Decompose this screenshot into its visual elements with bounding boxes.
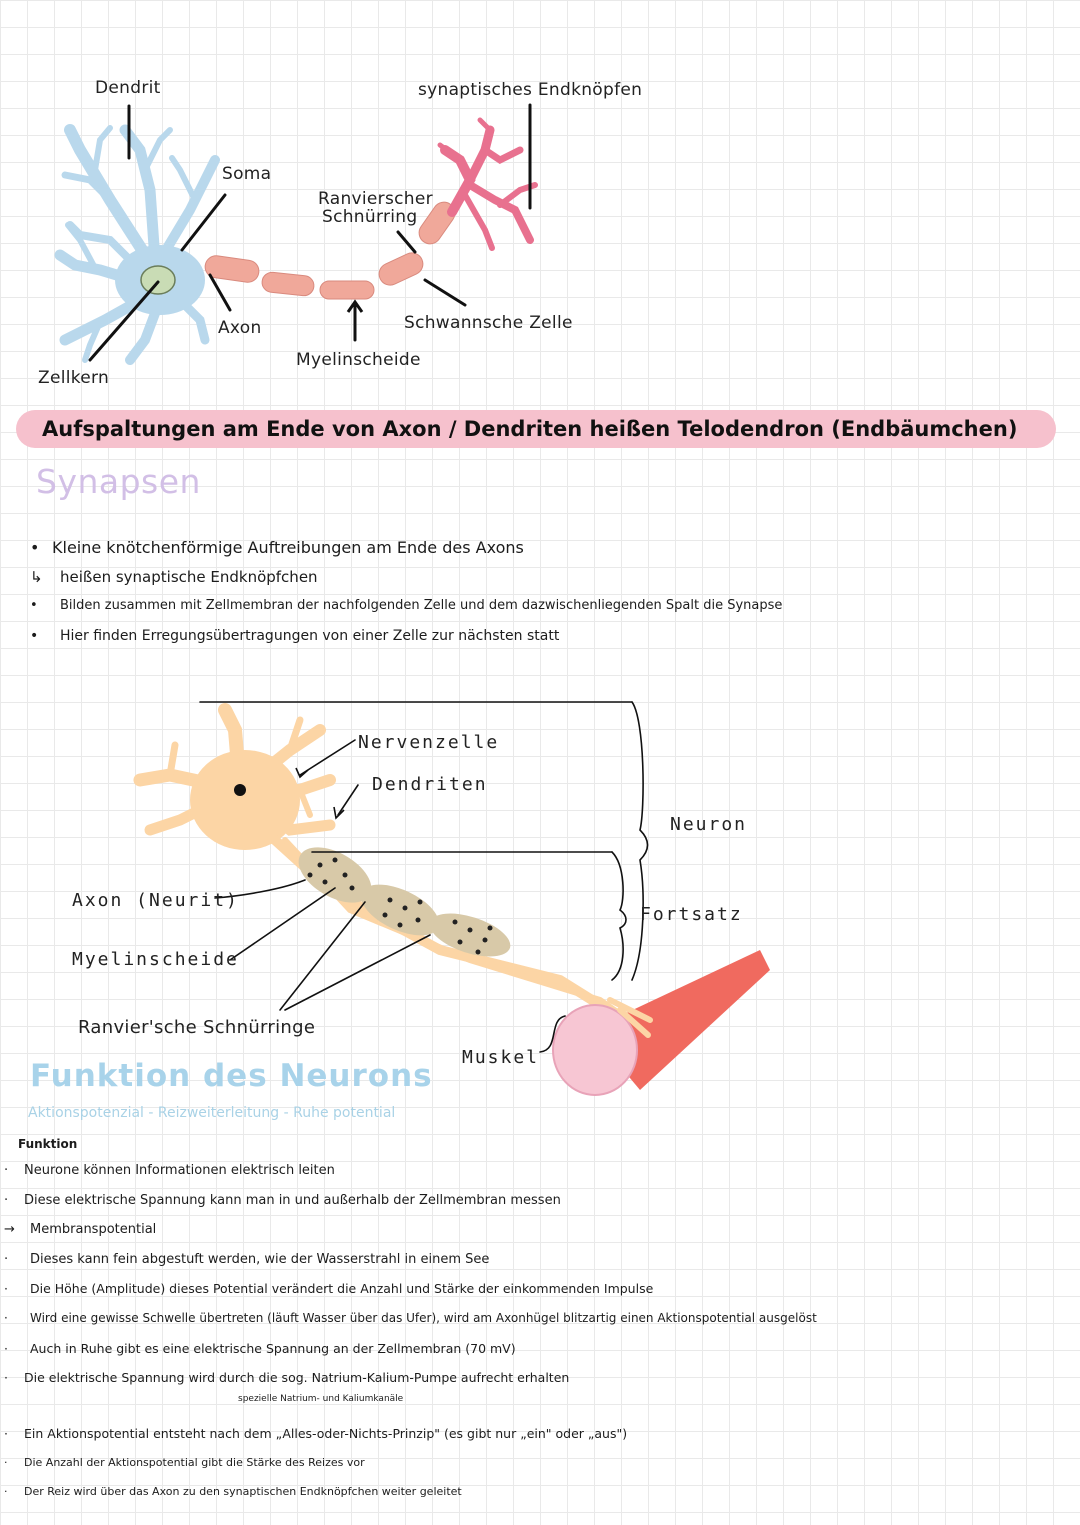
list-item-text: Bilden zusammen mit Zellmembran der nach… [60, 598, 783, 613]
list-item-text: Kleine knötchenförmige Auftreibungen am … [52, 538, 524, 557]
myelin-sheath [298, 847, 511, 957]
bullet-marker: · [4, 1340, 8, 1356]
axon-terminal [437, 117, 538, 251]
list-item-note: spezielle Natrium- und Kaliumkanäle [4, 1394, 817, 1426]
bullet-marker: • [30, 598, 38, 613]
label-dendrit: Dendrit [95, 78, 161, 98]
list-item: • Bilden zusammen mit Zellmembran der nac… [30, 598, 782, 628]
bullet-marker: · [4, 1426, 8, 1442]
list-item-text: Auch in Ruhe gibt es eine elektrische Sp… [30, 1340, 516, 1356]
bullet-marker: · [4, 1310, 8, 1325]
bullet-marker: • [30, 628, 39, 644]
label-endknopfen: synaptisches Endknöpfen [418, 80, 643, 100]
arrow-marker: ↳ [30, 568, 43, 586]
list-item: · Auch in Ruhe gibt es eine elektrische S… [4, 1341, 817, 1371]
label-zellkern: Zellkern [38, 368, 110, 388]
telodendron-banner: Aufspaltungen am Ende von Axon / Dendrit… [16, 410, 1056, 448]
bullet-marker: • [30, 538, 40, 557]
label-neuron: Neuron [670, 814, 748, 835]
list-item-text: Hier finden Erregungsübertragungen von e… [60, 628, 560, 644]
list-item-text: Die elektrische Spannung wird durch die … [24, 1370, 570, 1386]
synapsen-list: • Kleine knötchenförmige Auftreibungen am… [30, 538, 782, 658]
dendrites [54, 124, 220, 365]
list-item-text: Die Höhe (Amplitude) dieses Potential ve… [30, 1281, 654, 1297]
label-axon-neurit: Axon (Neurit) [72, 890, 239, 911]
label-fortsatz: Fortsatz [640, 904, 743, 925]
bullet-marker: · [4, 1485, 8, 1499]
list-item: · Die Höhe (Amplitude) dieses Potential v… [4, 1281, 817, 1311]
list-item-text: Die Anzahl der Aktionspotential gibt die… [24, 1455, 365, 1469]
label-myelin: Myelinscheide [296, 350, 421, 370]
synapsen-heading: Synapsen [36, 462, 201, 501]
list-item-text: Neurone können Informationen elektrisch … [24, 1163, 335, 1178]
nerve-muscle-diagram [133, 701, 770, 1096]
nerve-cell-body [190, 750, 300, 850]
list-item: · Die Anzahl der Aktionspotential gibt di… [4, 1456, 817, 1486]
list-item-text: heißen synaptische Endknöpfchen [60, 568, 318, 586]
label-muskel: Muskel [462, 1047, 540, 1068]
arrow-marker: → [4, 1222, 15, 1238]
list-item-text: Wird eine gewisse Schwelle übertreten (l… [30, 1310, 817, 1325]
list-item: → Membranspotential [4, 1222, 817, 1252]
bullet-marker: · [4, 1281, 8, 1297]
label-ranvier-line1: Ranvierscher [318, 189, 433, 209]
label-myelinscheide: Myelinscheide [72, 949, 239, 970]
muscle-end [552, 1004, 638, 1096]
list-item: • Kleine knötchenförmige Auftreibungen am… [30, 538, 782, 568]
list-item-text: Diese elektrische Spannung kann man in u… [24, 1192, 561, 1208]
funktion-heading: Funktion des Neurons [30, 1058, 433, 1094]
list-item-text: Ein Aktionspotential entsteht nach dem „… [24, 1426, 628, 1442]
label-axon: Axon [218, 318, 262, 338]
list-item: · Der Reiz wird über das Axon zu den syna… [4, 1485, 817, 1515]
label-soma: Soma [222, 164, 272, 184]
myelin-dots [307, 857, 493, 955]
label-ranvier-line2: Schnürring [322, 207, 418, 227]
bullet-marker: · [4, 1163, 9, 1178]
neuron-diagram [54, 103, 538, 365]
list-item: · Dieses kann fein abgestuft werden, wie … [4, 1252, 817, 1282]
list-item: • Hier finden Erregungsübertragungen von … [30, 628, 782, 658]
bullet-marker: · [4, 1192, 9, 1208]
list-item: · Wird eine gewisse Schwelle übertreten (… [4, 1311, 817, 1341]
list-item: ↳ heißen synaptische Endknöpfchen [30, 568, 782, 598]
label-ranvier-schnuerringe: Ranvier'sche Schnürringe [78, 1017, 316, 1038]
list-item: · Die elektrische Spannung wird durch die… [4, 1370, 817, 1394]
label-ranvier: Ranvierscher Schnürring [318, 190, 433, 226]
list-item: · Ein Aktionspotential entsteht nach dem … [4, 1426, 817, 1456]
myelin-segments [204, 201, 456, 300]
label-nervenzelle: Nervenzelle [358, 732, 500, 753]
bullet-marker: · [4, 1251, 9, 1267]
funktion-list: · Neurone können Informationen elektrisch… [4, 1163, 817, 1515]
bullet-marker: · [4, 1370, 8, 1386]
list-item: · Neurone können Informationen elektrisch… [4, 1163, 817, 1193]
nucleus [140, 265, 176, 295]
label-schwann: Schwannsche Zelle [404, 313, 573, 333]
label-dendriten: Dendriten [372, 774, 488, 795]
nerve-cell-nucleus [234, 784, 246, 796]
list-item-text: spezielle Natrium- und Kaliumkanäle [238, 1394, 404, 1405]
funktion-subheading: Funktion [18, 1137, 78, 1151]
bullet-marker: · [4, 1455, 8, 1469]
funktion-subtitle: Aktionspotenzial - Reizweiterleitung - R… [28, 1105, 396, 1121]
list-item: · Diese elektrische Spannung kann man in … [4, 1193, 817, 1223]
list-item-text: Dieses kann fein abgestuft werden, wie d… [30, 1251, 490, 1267]
list-item-text: Der Reiz wird über das Axon zu den synap… [24, 1485, 462, 1499]
list-item-text: Membranspotential [30, 1222, 157, 1238]
